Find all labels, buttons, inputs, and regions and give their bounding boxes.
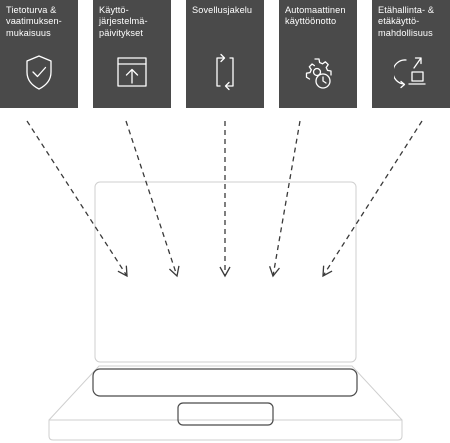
card-label: Käyttö- järjestelmä- päivitykset [99,5,148,38]
card-label: Tietoturva & vaatimuksen- mukaisuus [6,5,62,38]
laptop [48,181,403,441]
card-label: Sovellusjakelu [192,5,253,15]
card-security: Tietoturva & vaatimuksen- mukaisuus [0,0,78,108]
card-label: Automaattinen käyttöönotto [285,5,346,27]
card-auto-deployment: Automaattinen käyttöönotto [279,0,357,108]
arrow-2 [125,120,180,278]
window-upload-icon [115,52,149,94]
laptop-touchpad [177,402,274,426]
arrow-1 [26,120,128,278]
card-remote-management: Etähallinta- & etäkäyttö- mahdollisuus [372,0,450,108]
arrows [26,120,423,278]
laptop-base [48,365,403,441]
laptop-keyboard [92,368,358,397]
card-os-updates: Käyttö- järjestelmä- päivitykset [93,0,171,108]
arrow-5 [322,120,423,278]
card-label: Etähallinta- & etäkäyttö- mahdollisuus [378,5,435,38]
arrow-4 [269,120,301,278]
laptop-screen [94,181,357,363]
card-app-distribution: Sovellusjakelu [186,0,264,108]
gear-clock-icon [301,52,335,94]
shield-check-icon [22,52,56,94]
sync-arrows-icon [208,52,242,94]
remote-device-icon [394,52,428,94]
